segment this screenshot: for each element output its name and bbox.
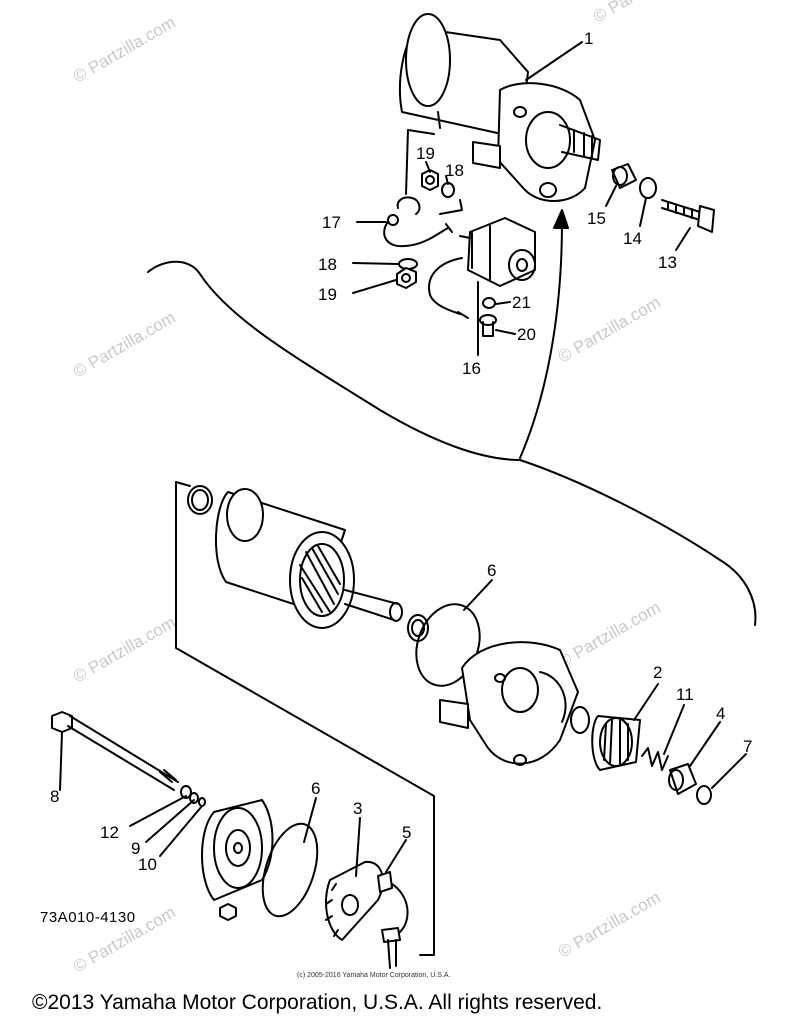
leader-line (145, 799, 195, 843)
leader-line (159, 805, 203, 857)
part-label: 12 (100, 823, 119, 842)
front-housing-part (439, 641, 579, 766)
part-label: 6 (487, 561, 497, 580)
cable-part (383, 196, 453, 248)
part-label: 7 (743, 737, 753, 756)
part-label: 16 (462, 359, 481, 378)
solenoid-part (428, 217, 536, 319)
leader-line (495, 301, 511, 305)
bolt-part (661, 199, 715, 233)
washer-part (180, 785, 192, 799)
leader-line (689, 721, 721, 767)
small-copyright: (c) 2005-2016 Yamaha Motor Corporation, … (297, 972, 451, 979)
through-bolt-part (51, 711, 179, 791)
o-ring-inner (191, 489, 209, 511)
copyright-notice: ©2013 Yamaha Motor Corporation, U.S.A. A… (32, 991, 603, 1014)
separator-curve (147, 260, 757, 626)
leader-line (59, 731, 63, 791)
leader-line (303, 797, 317, 843)
part-label: 8 (50, 787, 60, 806)
leader-line (352, 262, 399, 265)
yoke-part (214, 488, 403, 629)
pinion-part (591, 715, 641, 771)
part-label: 1 (584, 29, 594, 48)
leader-line (355, 817, 361, 877)
brush-part (377, 871, 409, 933)
leader-line (639, 197, 647, 227)
starter-motor-assembly (399, 13, 601, 202)
lock-washer-part (441, 182, 455, 198)
part-label: 19 (318, 285, 337, 304)
leader-line (445, 175, 449, 185)
leader-line (633, 683, 659, 721)
part-label: 9 (131, 839, 141, 858)
assembly-arrow (519, 221, 563, 459)
leader-line (495, 329, 516, 335)
gasket-part (261, 822, 319, 918)
part-label: 10 (138, 855, 157, 874)
leader-line (425, 161, 431, 173)
part-label: 11 (676, 685, 694, 704)
diagram-code: 73A010-4130 (40, 909, 136, 926)
nut-part (198, 797, 206, 807)
screw-part (479, 314, 497, 337)
brush-holder-part (325, 860, 384, 941)
part-label: 17 (322, 213, 341, 232)
washer-part (639, 177, 657, 199)
nut-part (219, 903, 237, 921)
stopper-part (668, 763, 697, 795)
part-label: 21 (512, 293, 531, 312)
part-label: 19 (416, 144, 435, 163)
o-ring-part (187, 485, 213, 515)
nut-part (396, 267, 417, 289)
leader-line (385, 839, 407, 873)
o-ring-inner (411, 619, 425, 637)
frame-line (175, 481, 435, 956)
part-label: 6 (311, 779, 321, 798)
o-ring-part (570, 706, 590, 734)
lock-washer-part (482, 297, 496, 309)
nut-part (421, 169, 439, 191)
part-label: 14 (623, 229, 642, 248)
part-label: 2 (653, 663, 663, 682)
part-label: 18 (445, 161, 464, 180)
leader-line (525, 41, 583, 81)
leader-line (675, 227, 691, 251)
clip-part (696, 785, 712, 805)
leader-line (352, 279, 397, 294)
leader-line (605, 185, 617, 207)
screw-part (381, 927, 401, 969)
part-label: 13 (658, 253, 677, 272)
leader-line (463, 579, 493, 611)
leader-line (663, 704, 685, 755)
washer-part (189, 792, 199, 804)
part-label: 3 (353, 799, 363, 818)
arrow-head (553, 209, 569, 229)
sleeve-part (611, 163, 637, 189)
leader-line (129, 795, 187, 827)
part-label: 15 (587, 209, 606, 228)
part-label: 18 (318, 255, 337, 274)
part-label: 20 (517, 325, 536, 344)
part-label: 5 (402, 823, 412, 842)
bracket-line (439, 199, 463, 215)
part-label: 4 (716, 704, 726, 723)
bracket-line (405, 129, 435, 195)
lock-washer-part (398, 258, 418, 270)
spring-part (641, 747, 669, 771)
leader-line (711, 753, 747, 789)
end-cap-part (201, 799, 274, 901)
